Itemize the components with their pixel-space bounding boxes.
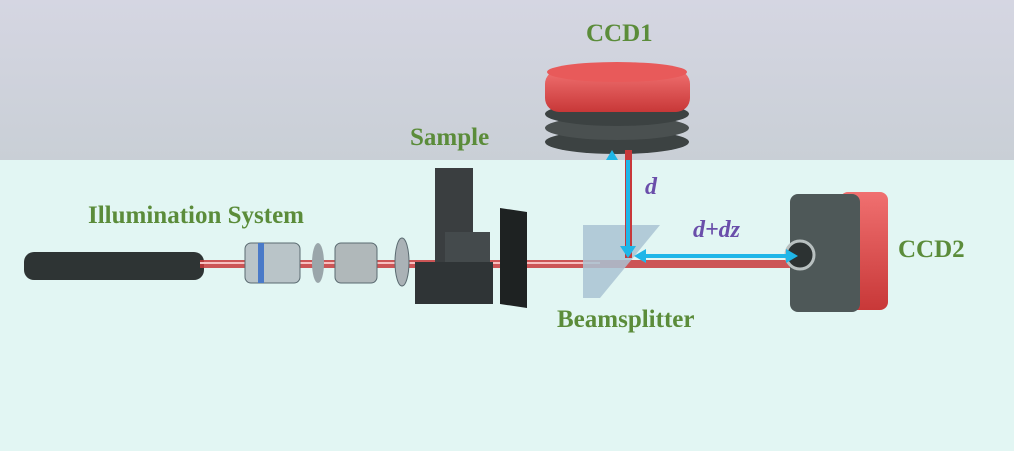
sample-plate bbox=[500, 208, 527, 308]
sample-stage-base bbox=[415, 262, 493, 304]
illumination-system-label: Illumination System bbox=[88, 202, 305, 229]
beamsplitter-label: Beamsplitter bbox=[557, 306, 695, 333]
lens-3 bbox=[334, 242, 378, 284]
beamsplitter-prism bbox=[583, 225, 660, 298]
aperture bbox=[394, 237, 410, 287]
laser-source bbox=[24, 252, 204, 280]
arrow-head-down bbox=[620, 246, 636, 258]
sample-stage-mount bbox=[445, 232, 490, 262]
lens-2 bbox=[312, 243, 324, 283]
arrow-head-up bbox=[606, 150, 618, 160]
lens-1 bbox=[244, 242, 301, 284]
arrow-head-left bbox=[634, 249, 646, 263]
arrow-head-right bbox=[786, 249, 798, 263]
distance-d-dz-label: d+dz bbox=[693, 217, 741, 243]
ccd2-label: CCD2 bbox=[898, 236, 965, 263]
ccd2-camera bbox=[784, 192, 888, 312]
sample-label: Sample bbox=[410, 124, 490, 151]
background-top bbox=[0, 0, 1014, 160]
ccd1-label: CCD1 bbox=[586, 20, 653, 47]
lens-1-ring bbox=[258, 243, 264, 283]
distance-d-label: d bbox=[645, 174, 657, 200]
ccd1-camera bbox=[545, 62, 690, 154]
